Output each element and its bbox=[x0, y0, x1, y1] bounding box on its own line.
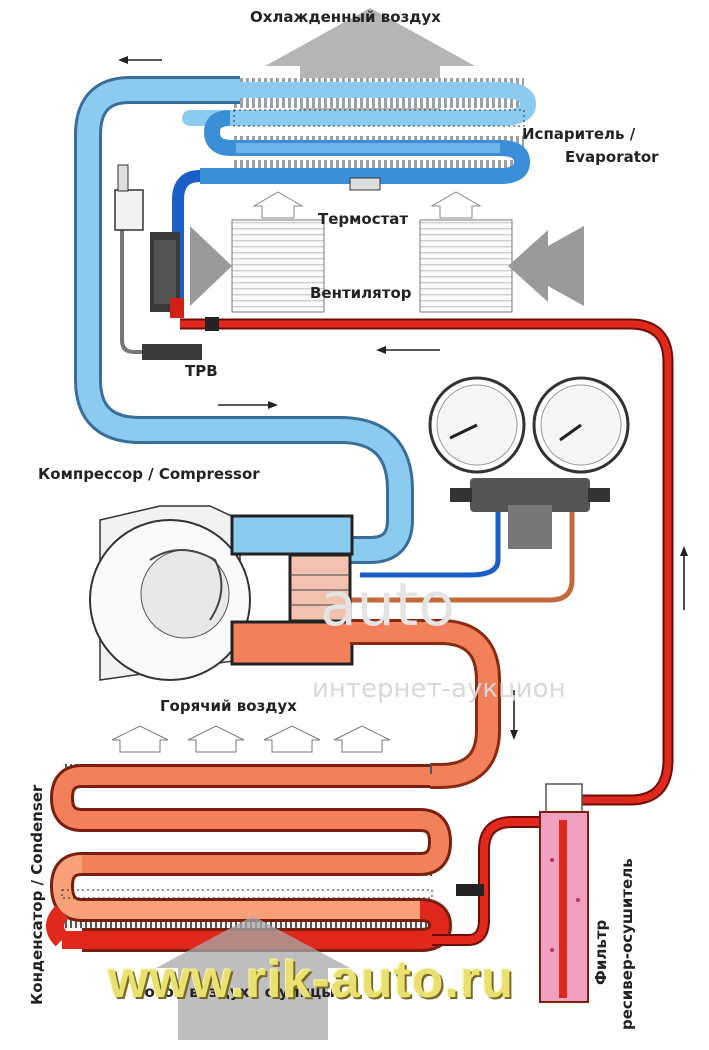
fan-left bbox=[190, 219, 325, 313]
watermark-tagline: интернет-аукцион bbox=[312, 674, 566, 704]
fan-right bbox=[419, 219, 584, 313]
label-trv: ТРВ bbox=[185, 362, 218, 380]
condenser bbox=[46, 764, 452, 952]
label-receiver-line2: ресивер-осушитель bbox=[618, 858, 636, 1030]
arrow-up-liquid bbox=[680, 546, 688, 610]
receiver-drier bbox=[539, 783, 589, 1003]
flow-arrows bbox=[118, 56, 688, 740]
compressor bbox=[89, 505, 354, 681]
discharge-line bbox=[350, 619, 501, 789]
trv-valve bbox=[142, 232, 202, 360]
airflow-up-arrows-evaporator bbox=[252, 191, 482, 219]
watermark-brand: auto bbox=[320, 570, 456, 640]
label-evaporator-ru: Испаритель / bbox=[522, 125, 636, 143]
label-evaporator-en: Evaporator bbox=[565, 148, 659, 166]
gauge-manifold bbox=[350, 376, 630, 603]
suction-line bbox=[74, 76, 414, 564]
arrow-left-liquid bbox=[376, 346, 440, 354]
label-receiver-line1: Фильтр bbox=[592, 919, 610, 985]
liquid-line bbox=[180, 317, 674, 820]
label-thermostat: Термостат bbox=[318, 210, 409, 228]
condenser-outlet-line bbox=[432, 816, 560, 946]
label-condenser: Конденсатор / Condenser bbox=[28, 784, 46, 1005]
hot-air-arrows bbox=[111, 725, 391, 753]
label-cooled-air: Охлажденный воздух bbox=[250, 8, 441, 26]
label-compressor: Компрессор / Compressor bbox=[38, 465, 260, 483]
arrow-left-top bbox=[118, 56, 162, 64]
label-outside-air: Поток воздуха с улицы bbox=[132, 983, 335, 1001]
thermostat-sensor bbox=[114, 164, 165, 354]
label-fan: Вентилятор bbox=[310, 284, 412, 302]
arrow-right-suction bbox=[218, 401, 278, 409]
expansion-outlet-line bbox=[172, 170, 201, 300]
evaporator bbox=[182, 78, 537, 191]
label-hot-air: Горячий воздух bbox=[160, 697, 297, 715]
watermark-site: www.rik-auto.ru bbox=[108, 951, 514, 1009]
arrow-down-discharge bbox=[510, 690, 518, 740]
outside-air-arrow bbox=[156, 916, 350, 1040]
